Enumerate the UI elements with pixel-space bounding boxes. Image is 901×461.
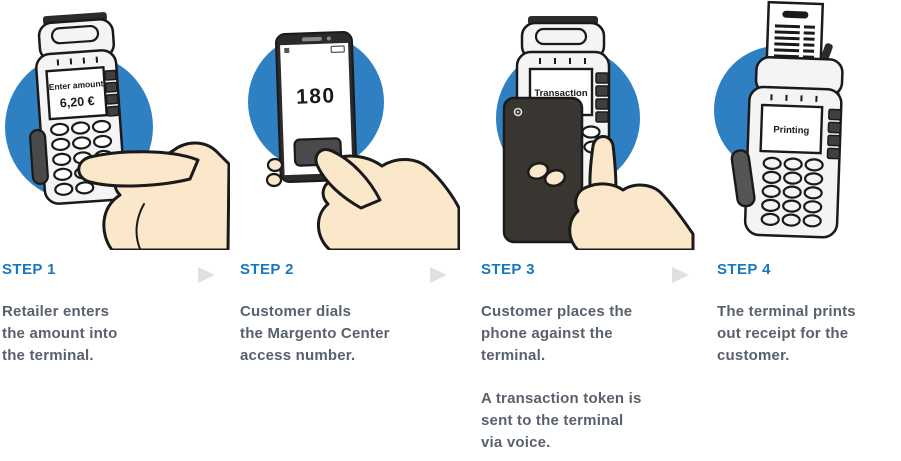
step3-description: Customer places the phone against the te… [481,303,633,364]
step4-illustration: Printing [690,0,901,255]
step3-description-2: A transaction token is sent to the termi… [481,390,642,451]
step2-text-column: STEP 2 Customer dials the Margento Cente… [240,261,436,367]
terminal-screen-status: Printing [773,124,809,136]
pos-terminal-printing: Printing [730,0,844,239]
step1-title: STEP 1 [2,261,56,278]
terminal-screen-status: Transaction [534,88,588,99]
side-buttons [595,72,609,123]
signal-icon [284,47,290,54]
terminal-screen-label: Enter amount [48,78,104,92]
side-buttons [826,108,842,160]
step2-illustration: 180 [230,0,461,255]
fingertip [543,168,567,188]
paper-slot [534,27,588,46]
next-step-arrow-icon [198,267,215,283]
left-fingertips [265,157,284,188]
fingertip [526,161,550,181]
step1-description: Retailer enters the amount into the term… [2,303,118,364]
speaker-slot [301,36,322,42]
pos-terminal: Enter amount 6,20 € [29,12,126,205]
step1-text-column: STEP 1 Retailer enters the amount into t… [2,261,198,367]
step3-text-column: STEP 3 Customer places the phone against… [481,261,677,454]
step1-illustration: Enter amount 6,20 € [0,0,231,255]
terminal-screen [45,65,109,121]
status-bar [284,45,345,54]
thumb [77,150,200,188]
next-step-arrow-icon [672,267,689,283]
terminal-screen-amount: 6,20 € [59,94,95,110]
step3-title: STEP 3 [481,261,535,278]
terminal-screen [759,103,824,155]
side-buttons [104,69,120,117]
terminal-enter-amount-drawing: Enter amount 6,20 € [5,12,231,252]
paper-slot [50,24,100,45]
phone-dialing-drawing: 180 [248,31,461,252]
receipt-paper [765,0,825,68]
vent-ticks [770,94,818,102]
step4-description: The terminal prints out receipt for the … [717,303,856,364]
receipt-text-lines [773,24,816,59]
step2-title: STEP 2 [240,261,294,278]
step4-title: STEP 4 [717,261,771,278]
step2-description: Customer dials the Margento Center acces… [240,303,390,364]
next-step-arrow-icon [430,267,447,283]
keypad [760,156,824,228]
palm-crease [135,203,145,250]
antenna-nub [821,43,833,60]
terminal-printing-drawing: Printing [714,0,844,239]
phone-against-terminal-drawing: Transaction [496,16,695,252]
holding-hand [314,148,461,252]
holding-hand [526,135,695,252]
terminal-side-grip [730,149,756,208]
phone-screen-number: 180 [296,84,336,108]
thumb [314,148,382,210]
terminal-side-grip [29,128,49,186]
vent-ticks [56,56,99,66]
phone-camera [513,107,523,117]
step4-text-column: STEP 4 The terminal prints out receipt f… [717,261,901,367]
battery-icon [330,45,345,54]
step3-illustration: Transaction [460,0,695,255]
front-camera-dot [326,36,331,41]
vent-ticks [539,58,586,64]
holding-hand [77,141,231,252]
